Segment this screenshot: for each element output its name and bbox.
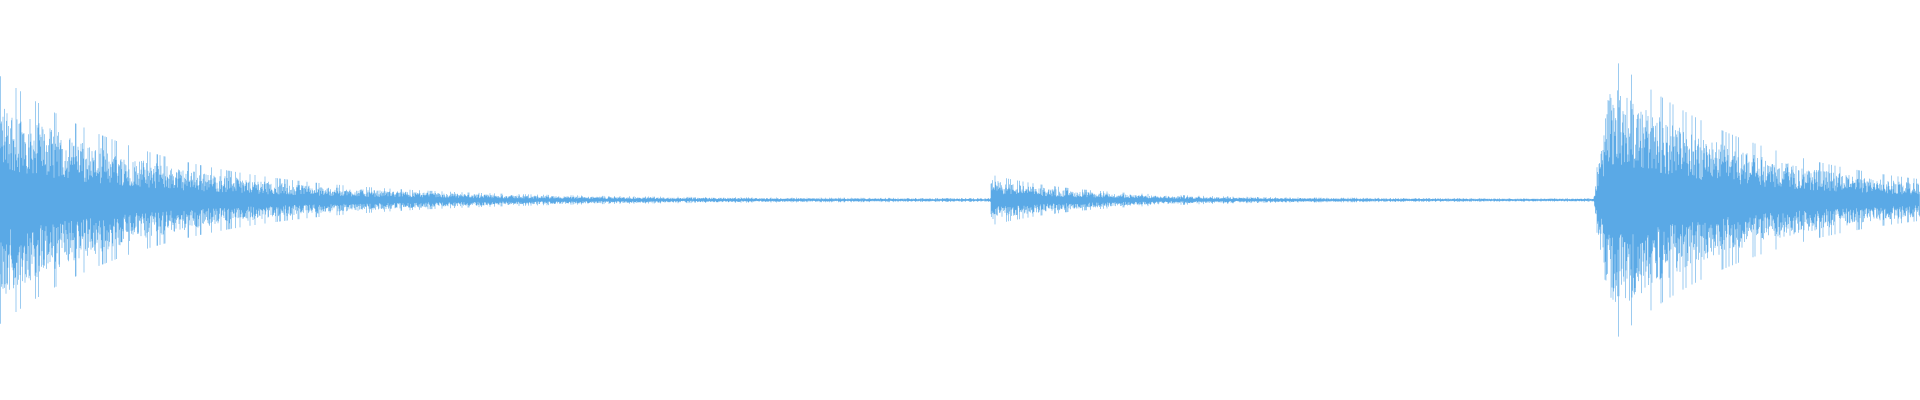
waveform-peaks [0,63,1920,337]
waveform-path [0,63,1920,337]
